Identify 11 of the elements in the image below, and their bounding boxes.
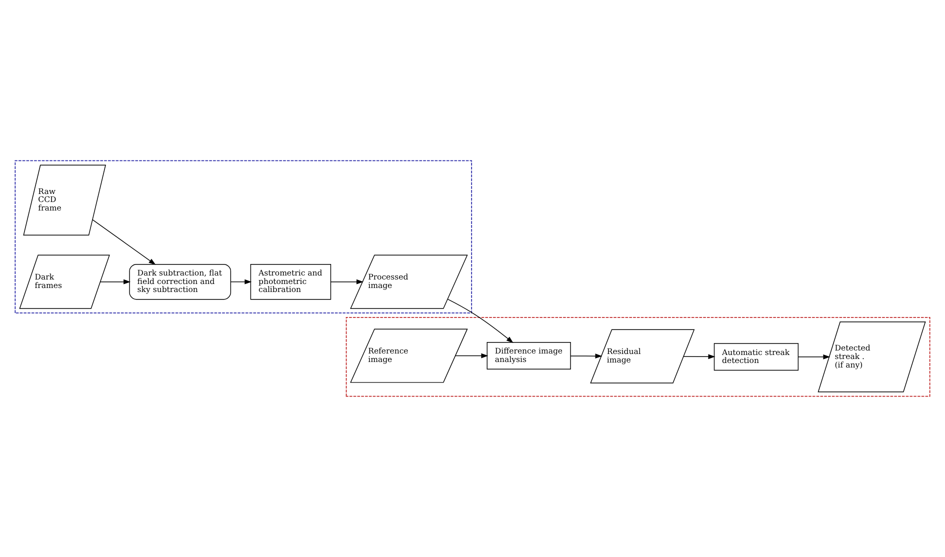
cluster [14, 160, 472, 314]
arrow [570, 354, 602, 359]
arrow [100, 279, 131, 284]
arrow [330, 279, 364, 284]
arrow [455, 353, 488, 358]
arrow [683, 354, 716, 360]
arrow [92, 219, 156, 265]
cluster [346, 316, 930, 397]
arrow [447, 298, 514, 344]
arrow [230, 279, 252, 284]
arrow [798, 354, 830, 360]
